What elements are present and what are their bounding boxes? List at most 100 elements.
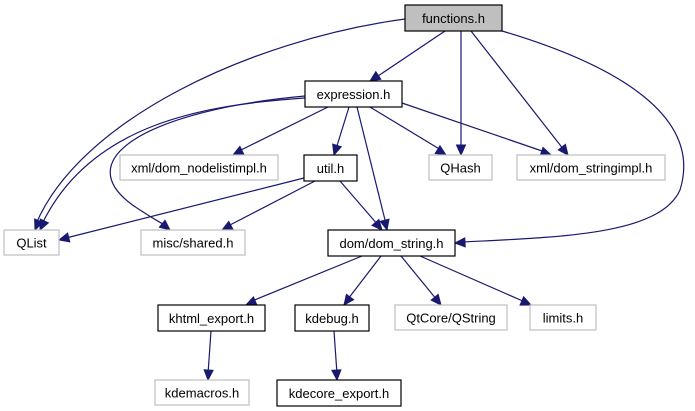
node-box [304, 80, 403, 108]
edge-khtml_export_h-to-kdemacros_h [203, 330, 214, 382]
arrowhead-icon [453, 237, 466, 248]
edge-line [238, 106, 329, 152]
edge-line [339, 180, 379, 226]
node-box [140, 229, 246, 256]
node-box [276, 379, 402, 407]
arrowhead-icon [379, 218, 390, 232]
edge-line [227, 180, 316, 227]
edge-line [356, 106, 387, 225]
edge-expression_h-to-misc_shared_h [109, 95, 306, 231]
arrowhead-icon [158, 219, 171, 231]
arrowhead-icon [455, 144, 467, 157]
edge-expression_h-to-util_h [332, 106, 350, 157]
edge-kdebug_h-to-kdecore_export_h [331, 330, 342, 382]
node-box [3, 229, 60, 256]
nodes-layer: functions.h expression.h xml/dom_nodelisti… [3, 4, 666, 407]
node-box [154, 379, 250, 406]
arrowhead-icon [39, 218, 50, 232]
arrowhead-icon [332, 143, 343, 157]
arrowhead-icon [203, 369, 214, 382]
node-xml-dom-stringimpl-h: xml/dom_stringimpl.h [516, 154, 666, 181]
edge-line [470, 30, 565, 151]
edge-line [462, 30, 685, 243]
edge-functions_h-to-expression_h [368, 30, 446, 82]
node-label: misc/shared.h [153, 236, 234, 251]
edge-line [207, 330, 212, 375]
node-util-h[interactable]: util.h [303, 154, 358, 182]
node-xml-dom-nodelistimpl-h: xml/dom_nodelistimpl.h [119, 154, 279, 181]
edge-dom_dom_string_h-to-QtCore_QString [400, 255, 442, 306]
node-kdemacros-h: kdemacros.h [154, 379, 250, 406]
edge-expression_h-to-dom_dom_string_h [356, 106, 390, 232]
edge-line [377, 30, 446, 77]
edge-dom_dom_string_h-to-kdebug_h [343, 255, 382, 306]
edge-line [400, 255, 438, 301]
node-limits-h: limits.h [529, 304, 597, 331]
node-dom-dom-string-h[interactable]: dom/dom_string.h [327, 229, 456, 257]
node-khtml-export-h[interactable]: khtml_export.h [157, 304, 266, 332]
edge-line [251, 255, 363, 302]
arrowhead-icon [331, 369, 342, 382]
node-label: khtml_export.h [169, 311, 254, 326]
node-box [428, 154, 493, 181]
arrowhead-icon [220, 220, 234, 231]
node-QHash: QHash [428, 154, 493, 181]
edge-expression_h-to-QList [39, 97, 306, 232]
node-kdebug-h[interactable]: kdebug.h [294, 304, 370, 332]
edge-line [347, 255, 382, 300]
node-box [157, 304, 266, 332]
edge-util_h-to-QList [57, 177, 305, 243]
edge-line [41, 97, 306, 225]
node-QList: QList [3, 229, 60, 256]
node-box [404, 4, 503, 32]
arrowhead-icon [519, 295, 533, 306]
arrowhead-icon [343, 293, 355, 306]
arrowhead-icon [430, 293, 442, 306]
node-box [394, 304, 508, 331]
node-box [327, 229, 456, 257]
node-label: QList [16, 236, 47, 251]
node-box [294, 304, 370, 332]
node-label: QtCore/QString [406, 311, 496, 326]
node-functions-h[interactable]: functions.h [404, 4, 503, 32]
edge-util_h-to-misc_shared_h [220, 180, 316, 231]
edge-expression_h-to-xml_dom_nodelistimpl_h [231, 106, 329, 156]
node-label: xml/dom_nodelistimpl.h [131, 161, 267, 176]
arrowhead-icon [231, 145, 245, 156]
edge-functions_h-to-QList [34, 18, 406, 232]
edge-line [419, 255, 526, 303]
node-box [516, 154, 666, 181]
node-label: xml/dom_stringimpl.h [530, 161, 653, 176]
node-misc-shared-h: misc/shared.h [140, 229, 246, 256]
edge-line [35, 18, 406, 225]
edge-line [65, 177, 305, 239]
edge-line [109, 95, 306, 227]
edge-expression_h-to-xml_dom_stringimpl_h [401, 102, 553, 157]
node-label: kdebug.h [305, 311, 359, 326]
edge-dom_dom_string_h-to-khtml_export_h [244, 255, 363, 306]
node-label: dom/dom_string.h [339, 236, 443, 251]
edge-functions_h-to-QHash [455, 31, 467, 157]
edge-util_h-to-dom_dom_string_h [339, 180, 383, 231]
node-label: kdecore_export.h [289, 386, 389, 401]
edge-functions_h-to-dom_dom_string_h [453, 30, 685, 248]
node-box [119, 154, 279, 181]
edge-line [333, 330, 338, 375]
arrowhead-icon [557, 143, 569, 156]
node-label: functions.h [422, 11, 485, 26]
edge-line [335, 106, 350, 150]
node-box [529, 304, 597, 331]
arrowhead-icon [371, 218, 383, 231]
edge-line [369, 106, 442, 151]
edge-dom_dom_string_h-to-limits_h [419, 255, 533, 306]
node-kdecore-export-h[interactable]: kdecore_export.h [276, 379, 402, 407]
node-label: limits.h [543, 311, 583, 326]
arrowhead-icon [244, 296, 258, 306]
node-label: util.h [317, 161, 344, 176]
node-expression-h[interactable]: expression.h [304, 80, 403, 108]
arrowhead-icon [57, 232, 71, 243]
node-label: QHash [440, 161, 480, 176]
arrowhead-icon [368, 70, 382, 82]
arrowhead-icon [434, 144, 448, 156]
